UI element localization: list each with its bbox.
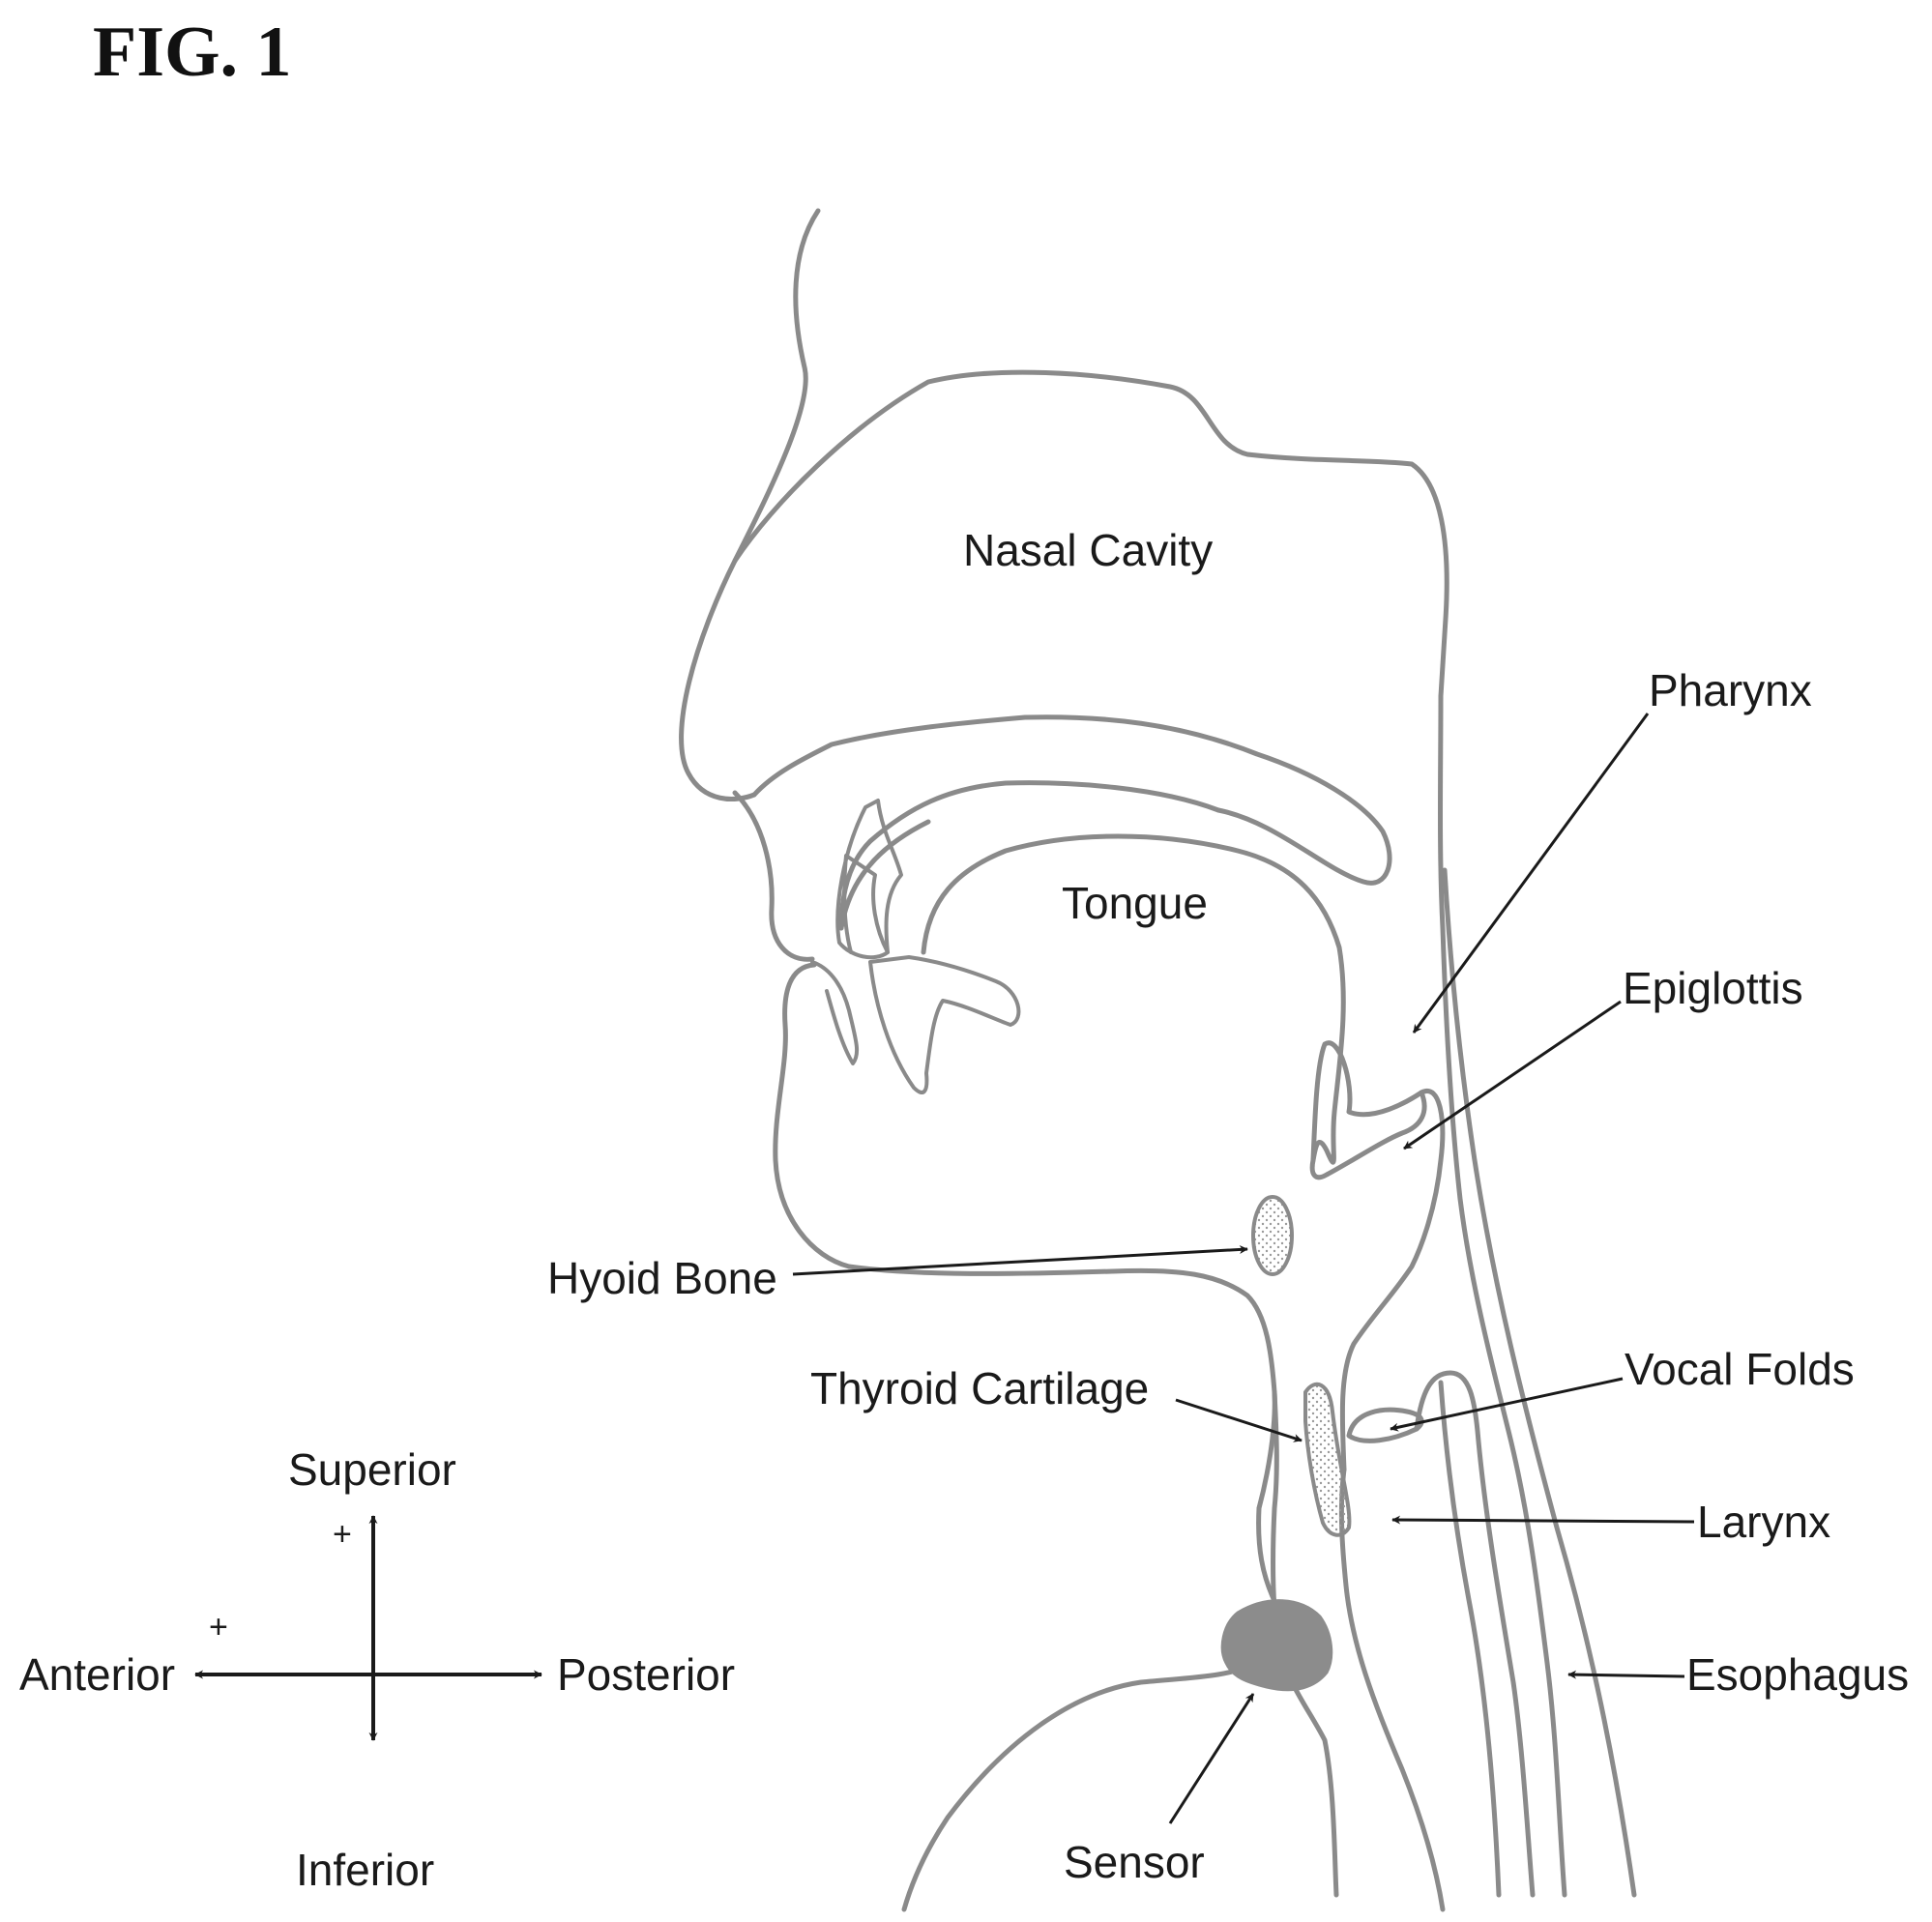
label-tongue: Tongue — [1062, 878, 1208, 928]
lower-teeth-2 — [812, 962, 857, 1063]
lower-teeth — [870, 957, 1018, 1092]
lower-lip-chin — [776, 965, 849, 1267]
arytenoid-inner — [1441, 1383, 1499, 1895]
leader-thyroid-cartilage — [1176, 1400, 1302, 1441]
figure-label: FIG. 1 — [93, 13, 292, 92]
leader-epiglottis — [1404, 1002, 1621, 1149]
label-epiglottis: Epiglottis — [1623, 963, 1803, 1013]
trachea-posterior — [1341, 1470, 1443, 1909]
label-thyroid-cartilage: Thyroid Cartilage — [810, 1363, 1149, 1413]
axis-label-inferior: Inferior — [296, 1845, 434, 1895]
axis-label-posterior: Posterior — [557, 1649, 735, 1700]
axis-label-anterior: Anterior — [19, 1649, 175, 1700]
label-esophagus: Esophagus — [1686, 1649, 1909, 1700]
label-larynx: Larynx — [1697, 1497, 1830, 1547]
axis-label-superior: Superior — [288, 1444, 456, 1495]
upper-lip — [735, 793, 812, 959]
leader-sensor — [1170, 1694, 1253, 1823]
label-nasal-cavity: Nasal Cavity — [963, 525, 1213, 575]
label-vocal-folds: Vocal Folds — [1625, 1344, 1855, 1394]
orientation-axes: Superior + Inferior Anterior + Posterior — [19, 1444, 735, 1895]
label-pharynx: Pharynx — [1649, 665, 1812, 715]
sensor — [1222, 1601, 1332, 1690]
axis-sign-anterior: + — [209, 1609, 228, 1645]
leader-pharynx — [1414, 713, 1648, 1033]
epiglottis-tip — [1312, 1092, 1424, 1178]
hyoid-bone — [1253, 1197, 1292, 1274]
pharynx-back-wall — [1441, 696, 1566, 1895]
label-sensor: Sensor — [1064, 1837, 1205, 1887]
face-profile — [682, 211, 818, 800]
leader-larynx — [1392, 1520, 1694, 1522]
leader-esophagus — [1568, 1674, 1684, 1676]
label-hyoid-bone: Hyoid Bone — [547, 1253, 777, 1303]
axis-sign-superior: + — [333, 1516, 352, 1553]
